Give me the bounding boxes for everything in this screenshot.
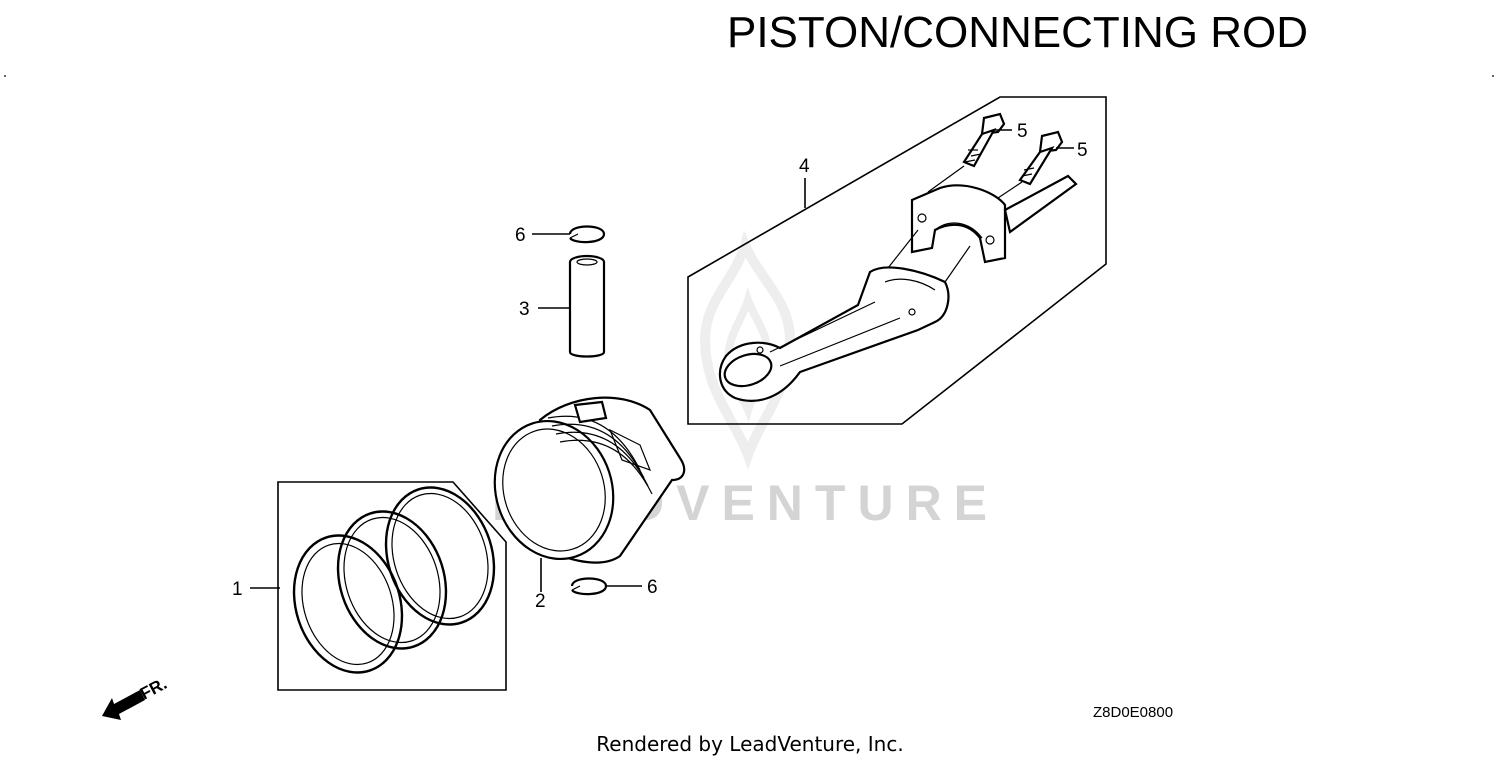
alignment-line-a [887,229,919,269]
piston-ring-top [384,486,496,626]
rod-bolt-b [997,130,1064,199]
piston-ring-oil [292,534,404,674]
connecting-rod-frame [687,96,1107,425]
callout-5a: 5 [1017,121,1028,142]
pin-clip-upper [568,225,606,244]
footer-credit: Rendered by LeadVenture, Inc. [596,732,903,756]
piston-rings-group [277,481,507,691]
callout-6-upper: 6 [515,225,526,246]
pin-clip-lower [570,577,608,596]
diagram-title: PISTON/CONNECTING ROD [727,8,1308,57]
rod-body [718,266,950,402]
piston-pin [568,254,606,358]
bolt-a-leader [927,165,965,193]
piston [493,396,686,564]
rod-bolt-a [927,112,1006,193]
rod-cap [910,174,1078,264]
bolt-b-leader [997,181,1023,199]
piston-ring-second [336,510,448,650]
alignment-line-b [944,245,971,283]
connecting-rod-group [687,96,1107,425]
front-arrow-icon [102,690,145,720]
callout-2: 2 [535,591,546,612]
callout-3: 3 [519,299,530,320]
callout-4: 4 [799,156,810,177]
callout-1: 1 [232,579,243,600]
callout-5b: 5 [1077,140,1088,161]
front-direction: FR. [102,674,170,720]
piston-rings-frame [277,481,507,691]
watermark-flame-icon [699,230,796,470]
callout-6-lower: 6 [647,577,658,598]
diagram-code: Z8D0E0800 [1093,704,1173,721]
